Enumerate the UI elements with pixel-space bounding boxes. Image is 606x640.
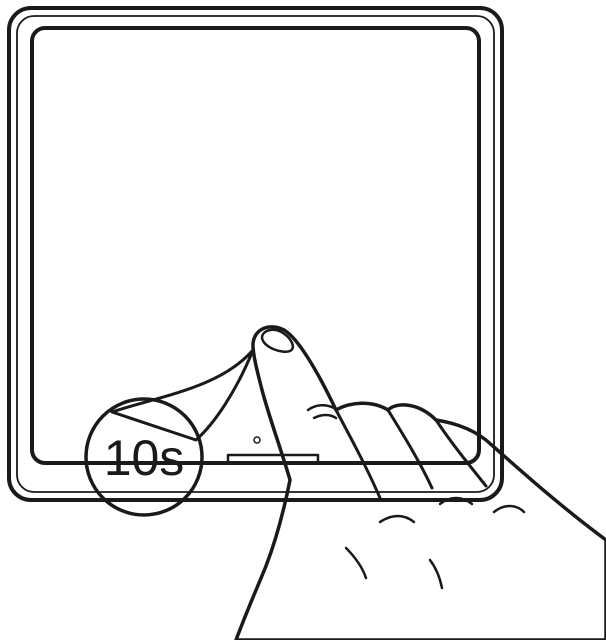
finger-crease-4: [344, 546, 368, 580]
switch-frame: [7, 6, 504, 502]
finger-line-ring: [386, 408, 434, 490]
finger-crease-5: [428, 558, 444, 590]
bottom-slot: [226, 453, 320, 465]
timer-label: 10s: [104, 430, 185, 486]
switch-panel[interactable]: [30, 26, 481, 465]
callout-pointer: [110, 348, 255, 442]
hand-outline: [234, 325, 606, 640]
frame-inner-edge: [16, 15, 495, 493]
frame-outer-edge: [7, 6, 504, 502]
fingernail: [260, 328, 295, 353]
led-indicator-icon: [253, 436, 261, 444]
pointing-hand-icon: [234, 325, 606, 640]
timer-callout: 10s: [84, 348, 255, 517]
knuckle-crease-1: [306, 404, 336, 412]
finger-line-middle: [334, 408, 382, 500]
finger-crease-3: [492, 504, 526, 514]
timer-badge: [84, 397, 204, 517]
finger-crease-1: [378, 514, 416, 524]
finger-crease-2: [438, 496, 474, 506]
finger-line-little: [434, 418, 488, 488]
knuckle-crease-2: [312, 413, 338, 420]
